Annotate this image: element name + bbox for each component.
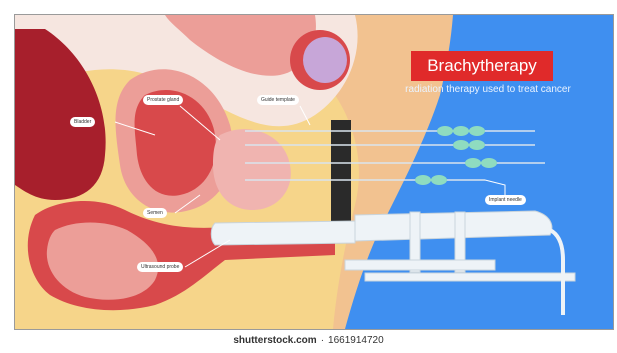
label-bladder: Bladder [70,117,95,127]
stand-rail [365,273,575,281]
brachytherapy-illustration: Brachytherapy radiation therapy used to … [14,14,614,330]
label-implant-needle: Implant needle [485,195,526,205]
footer-separator: · [321,335,324,346]
title-badge: Brachytherapy [411,51,553,81]
seminal-vesicle-inner [303,37,347,83]
stock-footer: shutterstock.com · 1661914720 [0,334,617,348]
guide-template-plate [331,120,351,230]
label-semen: Semen [143,208,167,218]
subtitle: radiation therapy used to treat cancer [370,84,606,96]
stand-base [345,260,495,270]
footer-image-number: 1661914720 [328,335,384,346]
label-guide-template: Guide template [257,95,299,105]
footer-brand: shutterstock.com [233,335,316,346]
ultrasound-probe-tip [211,221,355,245]
label-ultrasound-probe: Ultrasound probe [137,262,183,272]
label-prostate-gland: Prostate gland [143,95,183,105]
